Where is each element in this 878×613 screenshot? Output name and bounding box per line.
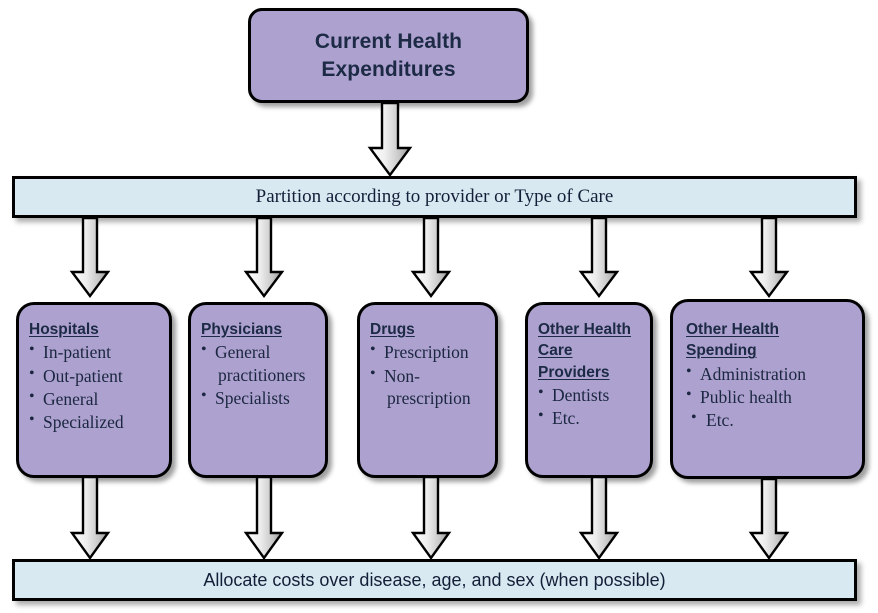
arrow-partition-to-other-spending xyxy=(748,216,790,298)
arrow-root-to-partition xyxy=(367,101,413,178)
arrow-drugs-to-allocate xyxy=(410,475,452,561)
card-physicians-heading: Physicians xyxy=(201,321,282,338)
arrow-hospitals-to-allocate xyxy=(69,475,111,561)
card-drugs-heading: Drugs xyxy=(370,321,415,338)
card-other-spending-list: Administration Public health Etc. xyxy=(686,362,857,432)
bar-allocate-label: Allocate costs over disease, age, and se… xyxy=(203,569,666,590)
list-item: Specialized xyxy=(29,410,164,433)
list-item: Etc. xyxy=(686,408,857,431)
card-drugs[interactable]: Drugs Prescription Non-prescription xyxy=(357,302,498,478)
card-other-providers-list: Dentists Etc. xyxy=(538,383,645,429)
arrow-partition-to-other-providers xyxy=(578,216,620,298)
arrow-partition-to-drugs xyxy=(410,216,452,298)
bar-partition[interactable]: Partition according to provider or Type … xyxy=(12,176,857,218)
bar-allocate[interactable]: Allocate costs over disease, age, and se… xyxy=(12,559,857,601)
list-item: Non-prescription xyxy=(370,364,490,409)
arrow-partition-to-hospitals xyxy=(69,216,111,298)
bar-partition-label: Partition according to provider or Type … xyxy=(255,186,614,207)
list-item: Out-patient xyxy=(29,364,164,387)
card-drugs-list: Prescription Non-prescription xyxy=(370,340,490,409)
card-hospitals[interactable]: Hospitals In-patient Out-patient General… xyxy=(16,302,172,478)
list-item: In-patient xyxy=(29,340,164,363)
list-item: Prescription xyxy=(370,340,490,363)
list-item: General xyxy=(29,387,164,410)
card-hospitals-heading: Hospitals xyxy=(29,321,99,338)
list-item: Public health xyxy=(686,385,857,408)
list-item: Specialists xyxy=(201,386,320,409)
arrow-other-providers-to-allocate xyxy=(578,475,620,561)
arrow-partition-to-physicians xyxy=(243,216,285,298)
card-hospitals-list: In-patient Out-patient General Specializ… xyxy=(29,340,164,433)
list-item: Administration xyxy=(686,362,857,385)
arrow-physicians-to-allocate xyxy=(243,475,285,561)
list-item: Dentists xyxy=(538,383,645,406)
arrow-other-spending-to-allocate xyxy=(748,477,790,563)
list-item: Etc. xyxy=(538,406,645,429)
